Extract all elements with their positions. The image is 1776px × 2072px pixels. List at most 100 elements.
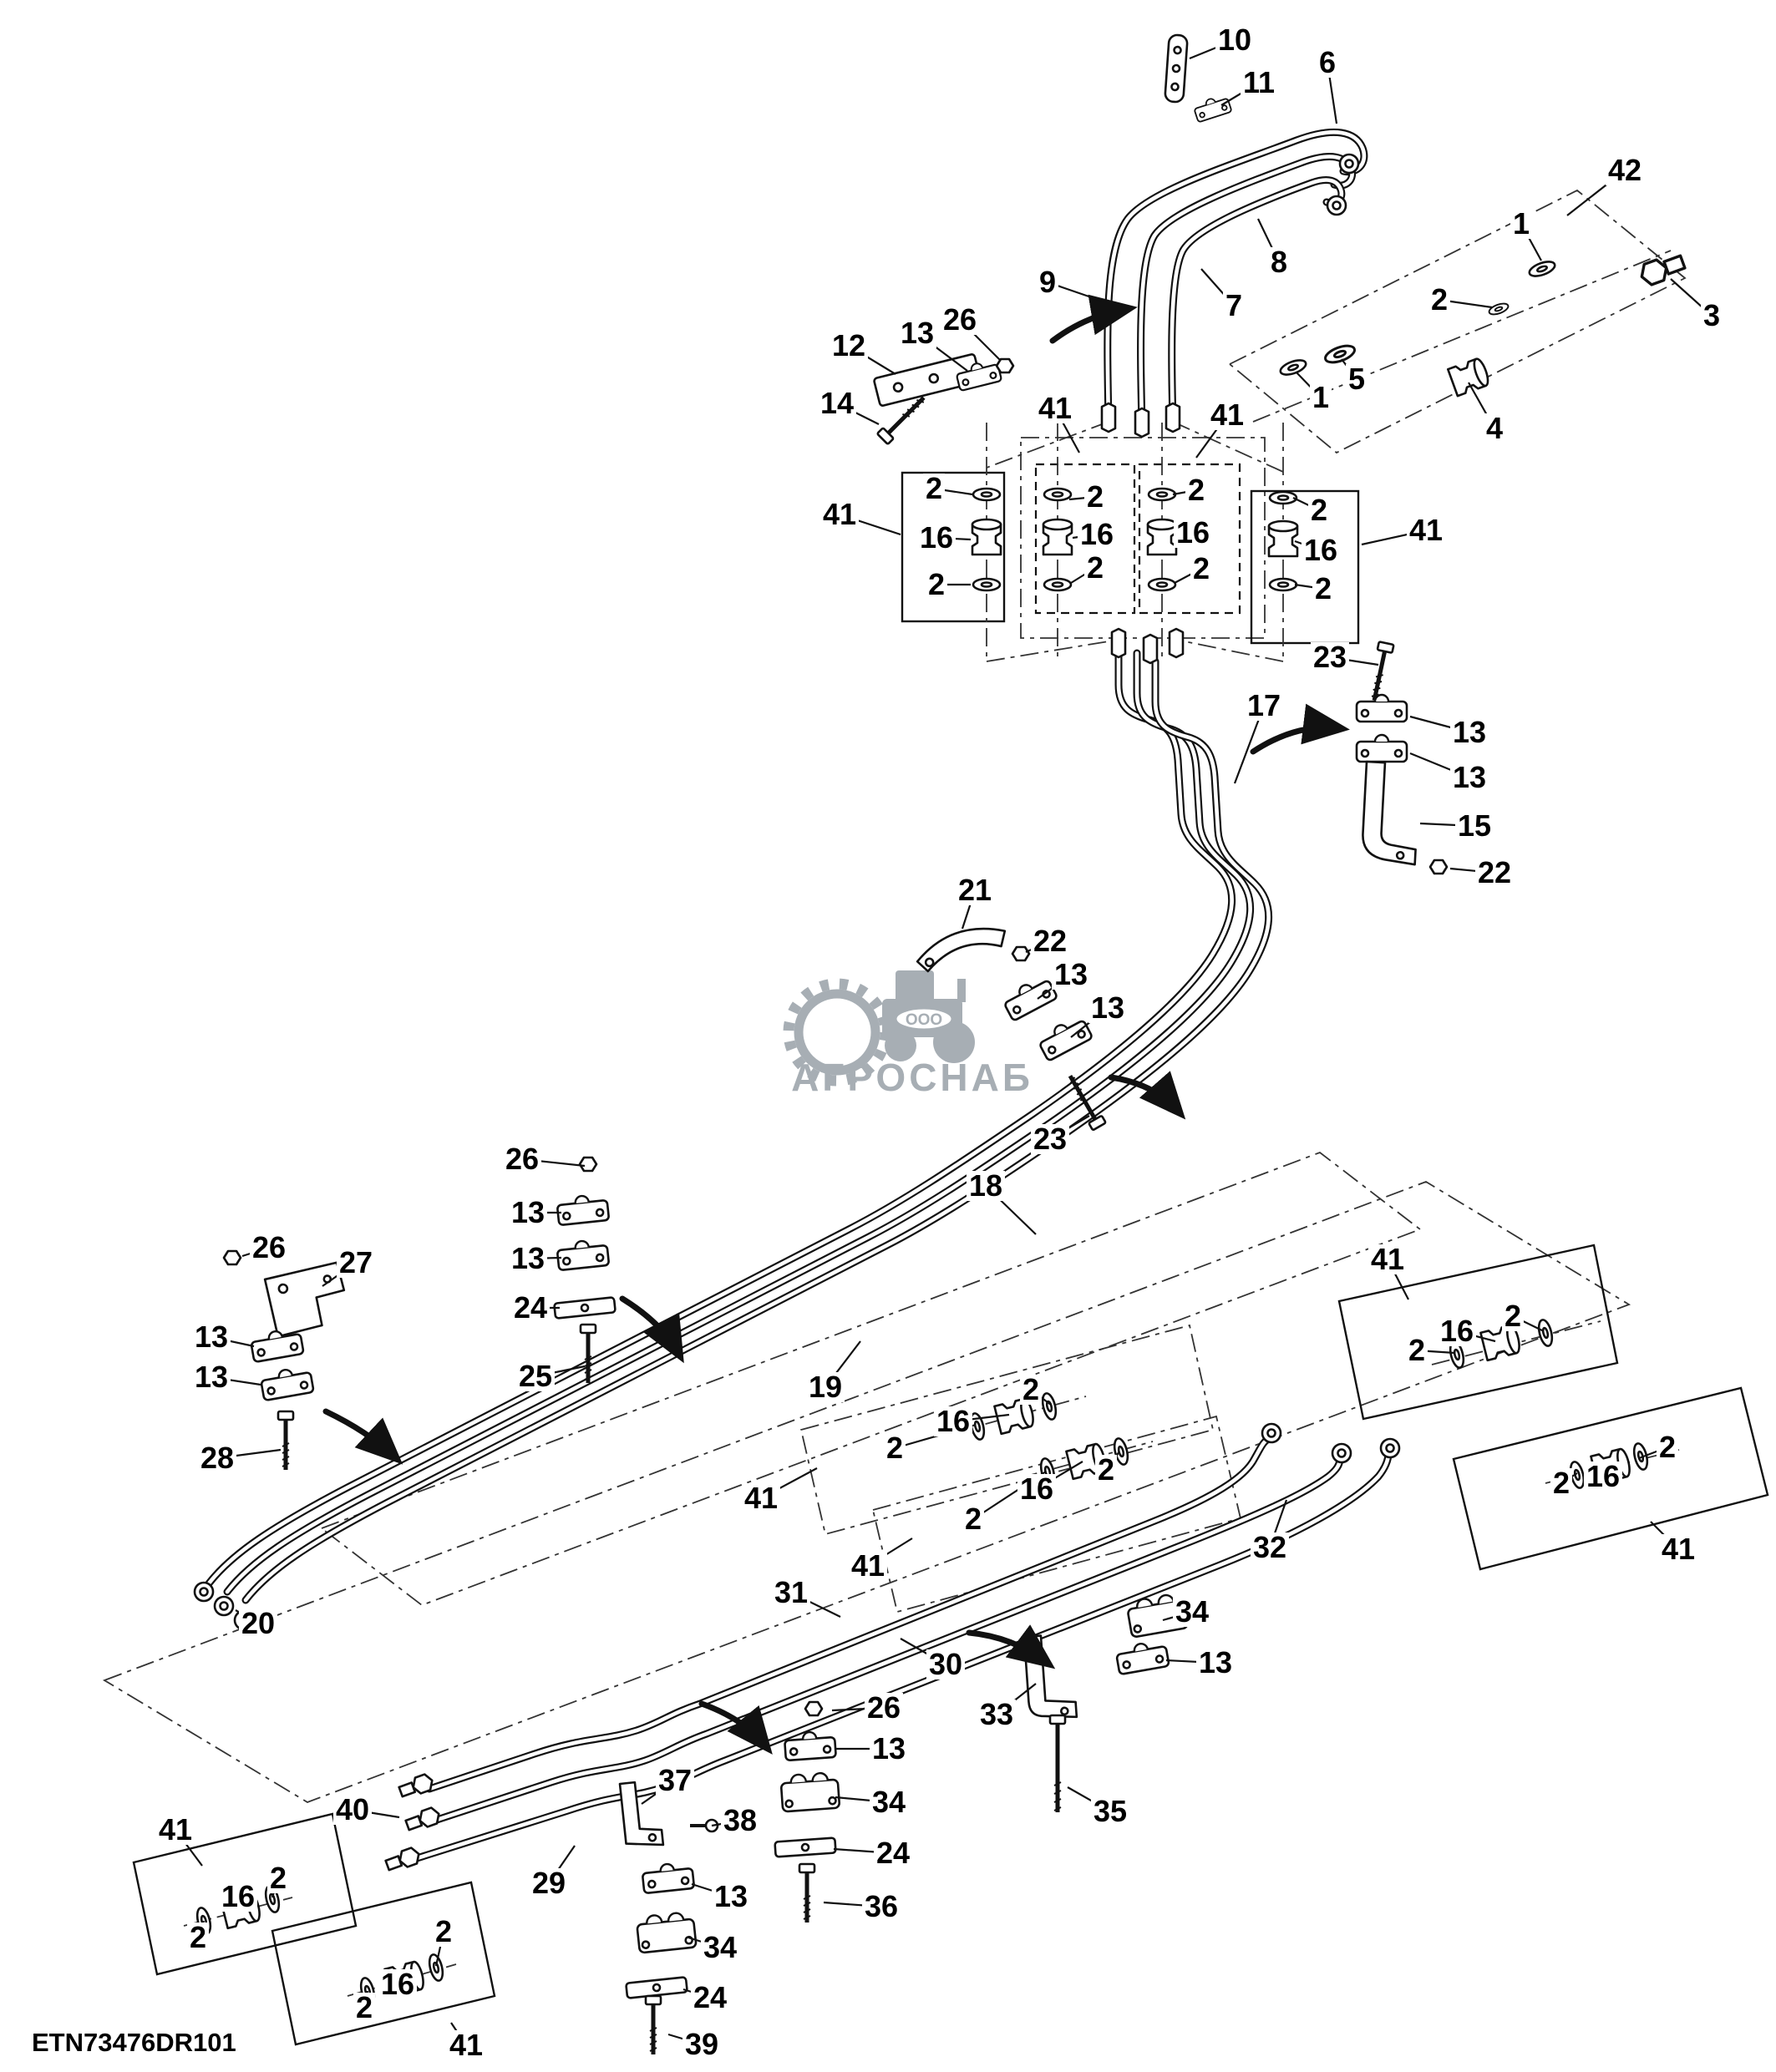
- tube-eyelet-32: [1261, 1422, 1282, 1444]
- callout-16: 16: [1301, 535, 1341, 565]
- box-42-outline: [1228, 189, 1687, 454]
- watermark-prefix: ООО: [906, 1011, 942, 1029]
- callout-16: 16: [1173, 518, 1213, 548]
- grommet-box-bl-2: [271, 1881, 496, 2046]
- grommet-box-1: [901, 471, 1006, 623]
- callout-2: 2: [1094, 1455, 1118, 1485]
- nut-22-icon: [1011, 945, 1031, 962]
- callout-13: 13: [508, 1198, 548, 1228]
- callout-8: 8: [1267, 247, 1291, 277]
- callout-1: 1: [1309, 382, 1332, 413]
- callout-2: 2: [1501, 1301, 1525, 1331]
- callout-41: 41: [819, 499, 860, 529]
- clamp-icon: [999, 972, 1059, 1022]
- callout-13: 13: [1449, 762, 1489, 793]
- callout-24: 24: [690, 1983, 730, 2013]
- callout-28: 28: [197, 1443, 237, 1473]
- callout-23: 23: [1310, 642, 1350, 672]
- bracket-37: [618, 1781, 665, 1847]
- bracket-12-group: [873, 353, 1015, 445]
- callout-41: 41: [1207, 400, 1247, 430]
- callout-2: 2: [1656, 1432, 1679, 1462]
- callout-10: 10: [1215, 25, 1255, 55]
- fitting-40: [396, 1771, 436, 1801]
- callout-26: 26: [940, 305, 980, 335]
- callout-25: 25: [515, 1361, 556, 1391]
- callout-32: 32: [1250, 1532, 1290, 1563]
- callout-2: 2: [883, 1433, 906, 1463]
- callout-13: 13: [191, 1362, 231, 1392]
- nut-26-icon: [995, 357, 1015, 374]
- callout-26: 26: [249, 1233, 289, 1263]
- callout-13: 13: [897, 318, 937, 348]
- callout-3: 3: [1700, 301, 1723, 331]
- nut-26-icon: [804, 1700, 824, 1717]
- strap-21: [916, 927, 1007, 973]
- callout-6: 6: [1316, 48, 1339, 78]
- callout-41: 41: [741, 1483, 781, 1513]
- bolt-39-icon: [646, 1996, 661, 2054]
- tube-eyelet: [1338, 153, 1360, 175]
- grommet-box-3: [1138, 463, 1241, 615]
- callout-4: 4: [1483, 413, 1506, 443]
- fitting-40: [383, 1845, 423, 1875]
- callout-34: 34: [700, 1933, 740, 1963]
- callout-1: 1: [1510, 209, 1533, 239]
- bracket-33-group: [1022, 1591, 1190, 1812]
- bracket-27-group: [222, 1249, 346, 1470]
- grommet-box-2: [1034, 463, 1136, 615]
- callout-33: 33: [977, 1700, 1017, 1730]
- callout-13: 13: [1449, 717, 1489, 747]
- clamp-icon: [635, 1910, 698, 1954]
- grommet-box-group-top: [901, 421, 1360, 662]
- callout-30: 30: [926, 1649, 966, 1679]
- callout-36: 36: [861, 1892, 901, 1922]
- callout-2: 2: [922, 474, 946, 504]
- callout-12: 12: [829, 331, 869, 361]
- bracket-37-group: [618, 1781, 719, 2054]
- callout-15: 15: [1454, 811, 1494, 841]
- tube-eyelet-20: [193, 1581, 215, 1603]
- callout-2: 2: [1019, 1375, 1043, 1405]
- bracket-15: [1362, 760, 1417, 866]
- bolt-35-icon: [1050, 1715, 1065, 1812]
- callout-22: 22: [1030, 926, 1070, 956]
- flow-arrows: [322, 294, 1350, 1755]
- bolt-25-icon: [581, 1325, 596, 1383]
- callout-42: 42: [1605, 155, 1645, 185]
- callout-7: 7: [1222, 291, 1246, 321]
- nut-26-icon: [222, 1249, 242, 1266]
- callout-41: 41: [1406, 515, 1446, 545]
- drawing-number: ETN73476DR101: [32, 2028, 236, 2057]
- callout-31: 31: [771, 1578, 811, 1608]
- callout-2: 2: [1550, 1468, 1573, 1498]
- clamp-icon: [640, 1860, 696, 1895]
- clamp-icon: [1355, 693, 1408, 723]
- clamp-icon: [258, 1364, 315, 1402]
- callout-34: 34: [1172, 1597, 1212, 1627]
- arrow-icon: [322, 1408, 403, 1465]
- callout-16: 16: [1437, 1316, 1477, 1346]
- callout-19: 19: [805, 1372, 845, 1402]
- clamp-group-right: [1355, 641, 1449, 875]
- callout-2: 2: [1083, 482, 1107, 512]
- tube-eyelet-32: [1331, 1442, 1352, 1464]
- callout-16: 16: [916, 523, 957, 553]
- callout-27: 27: [336, 1248, 376, 1278]
- callout-18: 18: [966, 1171, 1006, 1201]
- watermark-text: АГРОСНАБ: [791, 1056, 1033, 1099]
- callout-41: 41: [446, 2030, 486, 2060]
- callout-41: 41: [155, 1815, 195, 1845]
- arrow-icon: [619, 1295, 684, 1364]
- clamp-icon: [1191, 93, 1233, 124]
- callout-2: 2: [1405, 1335, 1428, 1365]
- callout-5: 5: [1345, 364, 1368, 394]
- callout-2: 2: [1312, 574, 1335, 604]
- nut-26-icon: [578, 1156, 598, 1173]
- tube-eyelet-32: [1379, 1437, 1401, 1459]
- grommet-boxes-lower: [132, 1244, 1769, 2046]
- callout-13: 13: [508, 1244, 548, 1274]
- nut-22-icon: [1428, 859, 1449, 875]
